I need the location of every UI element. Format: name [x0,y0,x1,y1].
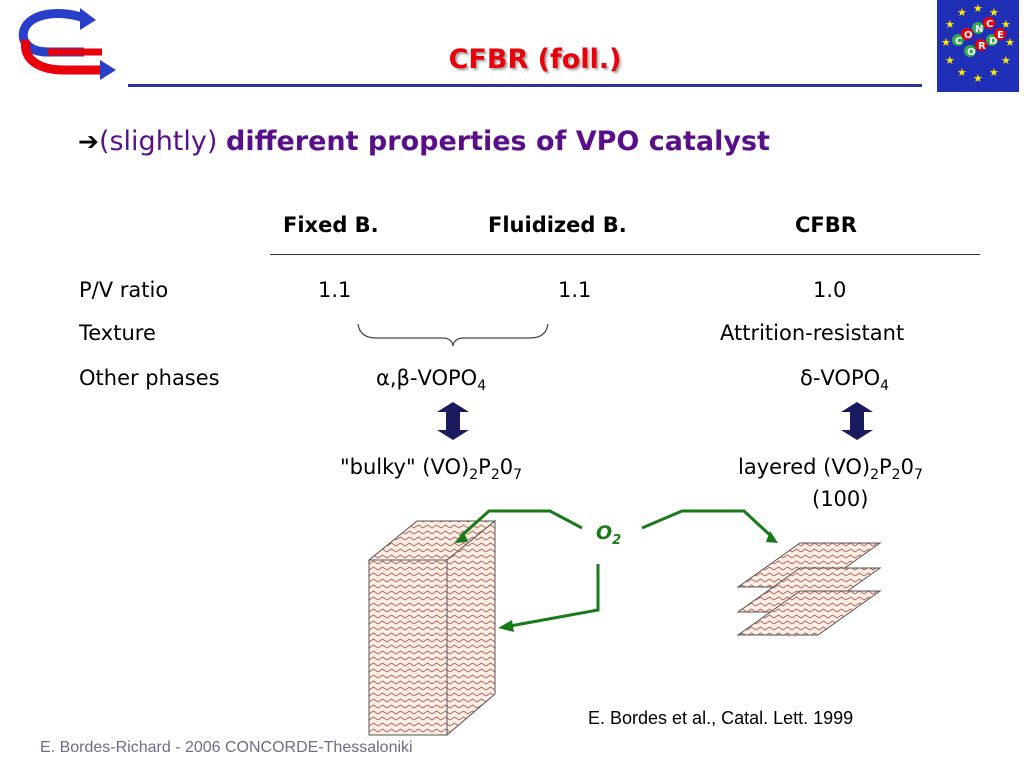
logo-dot [975,39,987,51]
svg-text:★: ★ [973,2,983,15]
arrow-right-icon: ➔ [78,127,99,156]
column-header-cfbr: CFBR [795,213,857,237]
svg-text:★: ★ [989,6,999,19]
phase-fixed-fluidized: α,β-VOPO4 [376,366,487,394]
texture-cfbr: Attrition-resistant [720,321,905,345]
pv-ratio-fluidized-bed: 1.1 [558,278,592,302]
svg-text:★: ★ [941,36,951,49]
logo-letter: C [955,36,962,47]
structure-illustration [367,509,882,737]
conference-logo [18,8,116,80]
crystal-plane-label: (100) [812,487,869,511]
row-label-other-phases: Other phases [79,366,220,390]
bullet-prefix: (slightly) [98,126,218,157]
logo-dot [961,28,973,40]
phase-cfbr: δ-VOPO4 [800,366,890,394]
row-label-texture: Texture [79,321,156,345]
svg-text:★: ★ [1005,36,1015,49]
brace-grouping [357,323,549,347]
double-arrow-icon [437,402,469,440]
svg-text:★: ★ [945,18,955,31]
logo-letter: D [989,36,997,47]
svg-text:★: ★ [1001,54,1011,67]
logo-dot [983,17,995,29]
column-header-fluidized-bed: Fluidized B. [488,213,627,237]
logo-letter: E [997,30,1004,41]
oxygen-arrow-left-bottom [509,564,600,628]
logo-dot [952,34,964,46]
layered-structure-label: layered (VO)2P207 [738,455,923,483]
logo-letter: N [975,24,983,35]
logo-letter: C [986,19,993,30]
svg-text:★: ★ [989,66,999,79]
svg-text:★: ★ [945,54,955,67]
pv-ratio-fixed-bed: 1.1 [318,278,352,302]
bulky-block [367,519,497,737]
svg-text:★: ★ [957,66,967,79]
oxygen-label: O2 [596,522,622,548]
logo-letter: O [964,30,973,41]
bulky-structure-label: "bulky" (VO)2P207 [340,455,523,483]
logo-letter: R [978,41,986,52]
slide-title: CFBR (foll.) [448,44,622,75]
svg-text:★: ★ [957,6,967,19]
layered-planes [736,542,882,636]
svg-text:★: ★ [973,72,983,85]
slide-footer: E. Bordes-Richard - 2006 CONCORDE-Thessa… [40,739,413,756]
title-underline [128,84,922,87]
bullet-strong-text: different properties of VPO catalyst [226,126,770,157]
column-header-fixed-bed: Fixed B. [283,213,379,237]
oxygen-arrow-left-top [458,509,583,539]
table-header-rule [270,254,980,255]
logo-letter: O [967,47,976,58]
svg-text:★: ★ [1001,18,1011,31]
pv-ratio-cfbr: 1.0 [813,278,847,302]
citation: E. Bordes et al., Catal. Lett. 1999 [588,708,854,728]
logo-dot [994,28,1006,40]
row-label-pv-ratio: P/V ratio [79,278,169,302]
logo-dot [972,22,984,34]
double-arrow-icon [841,402,873,440]
bullet-point: ➔(slightly) different properties of VPO … [78,126,770,157]
oxygen-arrow-right [641,509,774,539]
logo-dot [964,45,976,57]
